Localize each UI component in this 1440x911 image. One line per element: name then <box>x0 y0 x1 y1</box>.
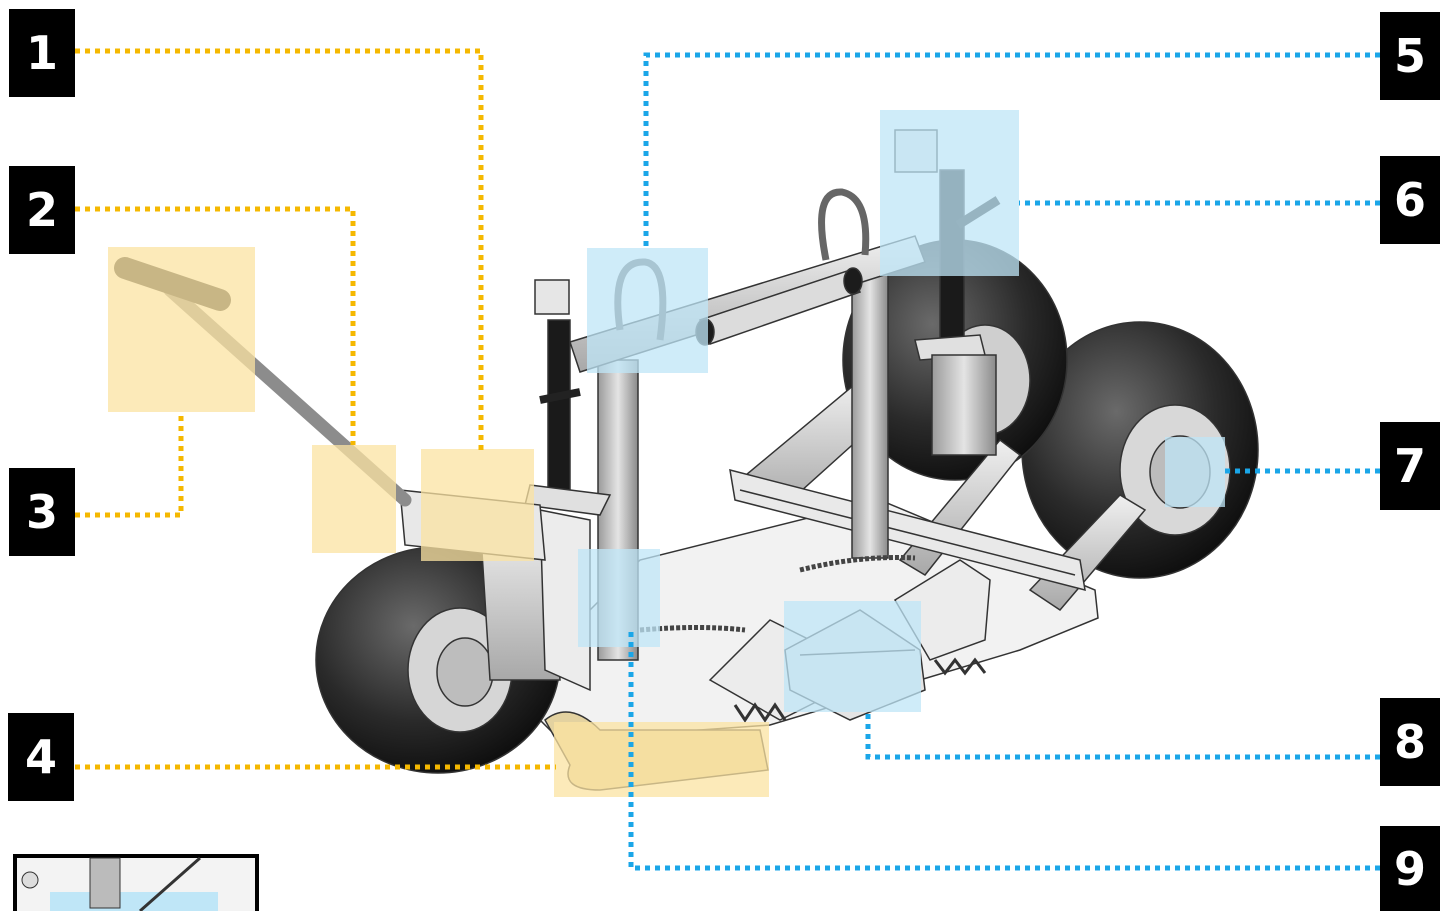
leader-2 <box>75 206 356 445</box>
leader-5 <box>643 52 1380 250</box>
callout-3: 3 <box>9 468 75 556</box>
callout-5: 5 <box>1380 12 1440 100</box>
leader-3 <box>75 412 184 518</box>
callout-6: 6 <box>1380 156 1440 244</box>
leader-1 <box>75 48 484 452</box>
highlight-foot <box>554 722 769 797</box>
callout-4: 4 <box>8 713 74 801</box>
highlight-handle-joint <box>312 445 396 553</box>
blue-highlights <box>578 110 1225 712</box>
highlight-handle-grip <box>108 247 255 412</box>
inset-thumbnail <box>13 854 259 911</box>
callout-8: 8 <box>1380 698 1440 786</box>
highlight-post-bracket <box>578 549 660 647</box>
callout-7: 7 <box>1380 422 1440 510</box>
callout-1: 1 <box>9 9 75 97</box>
highlight-u-bolt <box>587 248 708 373</box>
callout-2: 2 <box>9 166 75 254</box>
highlight-jack <box>880 110 1019 276</box>
right-post <box>851 267 889 559</box>
highlight-axle-pin <box>1165 437 1225 507</box>
blue-leaders <box>628 52 1380 871</box>
callout-9: 9 <box>1380 826 1440 911</box>
highlight-tow-plate <box>421 449 534 561</box>
yellow-highlights <box>108 247 769 797</box>
leader-8 <box>865 712 1380 760</box>
machine-frame <box>114 129 1259 791</box>
yellow-leaders <box>75 48 556 770</box>
highlight-step-plate <box>784 601 921 712</box>
